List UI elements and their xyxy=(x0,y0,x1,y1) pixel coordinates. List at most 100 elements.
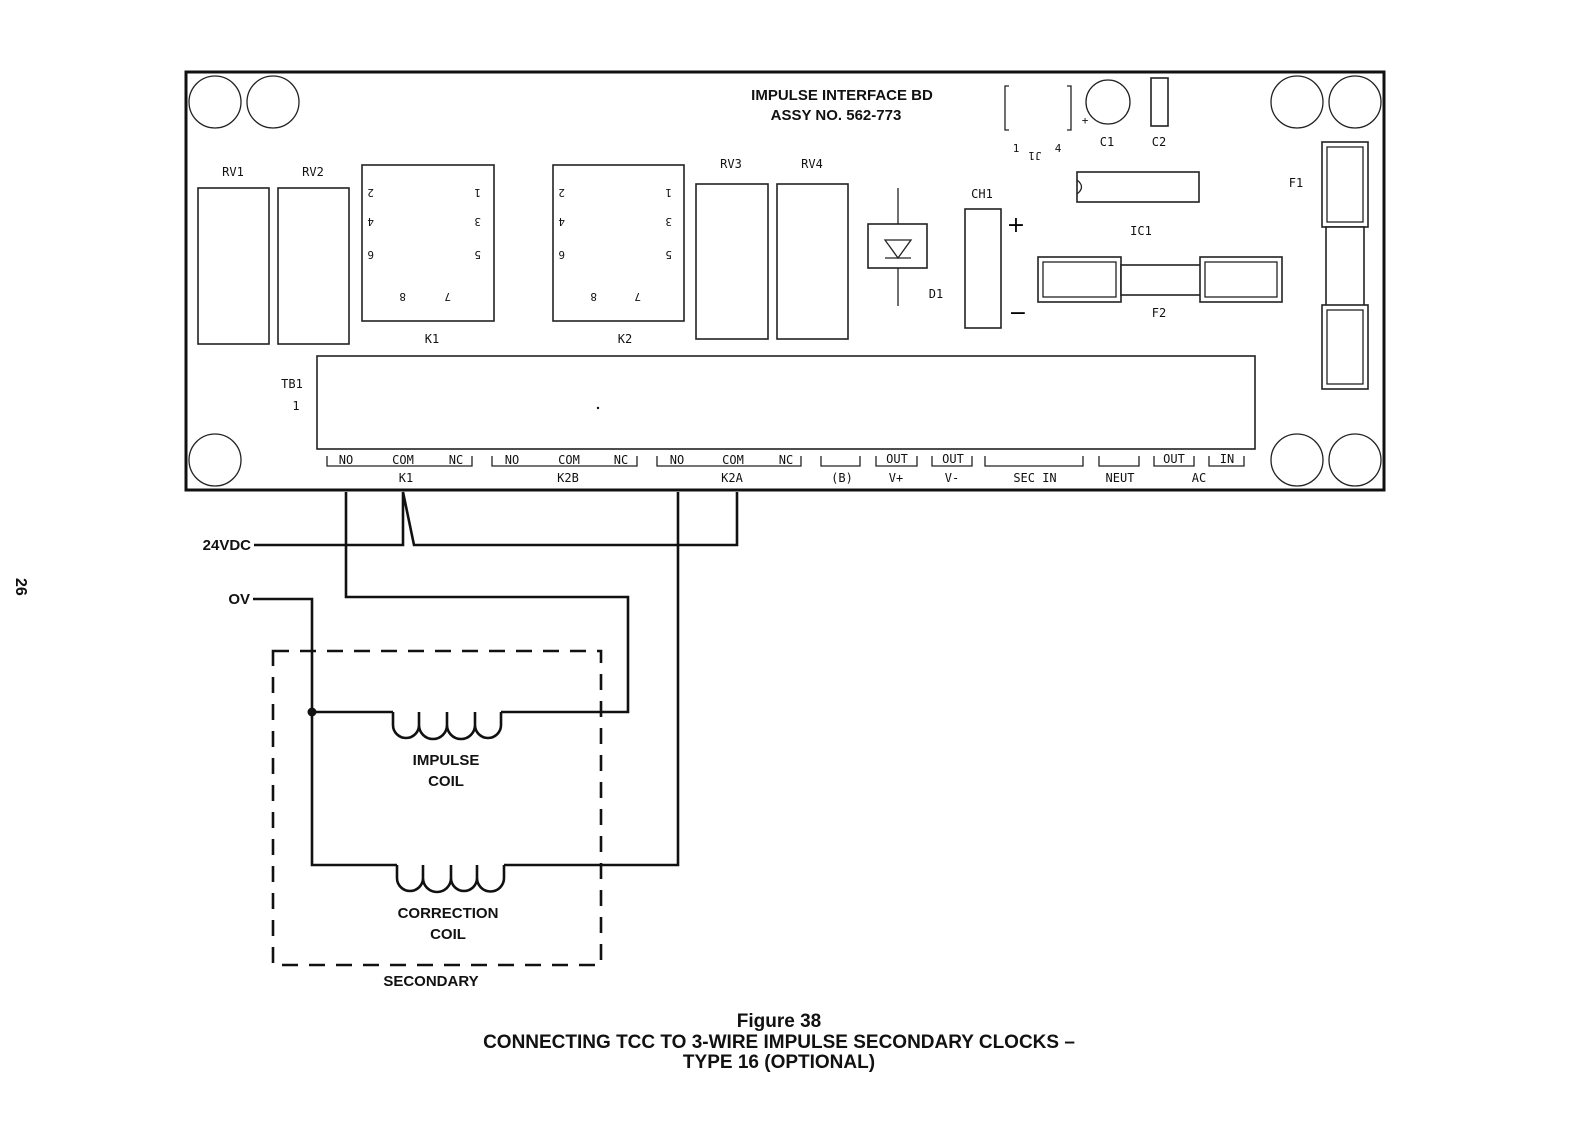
relay-pin: 8 xyxy=(399,290,406,303)
j1-pin4: 4 xyxy=(1055,142,1062,155)
relay-pin: 3 xyxy=(474,215,481,228)
ch1-component xyxy=(964,208,1002,329)
rv2-label: RV2 xyxy=(302,165,324,179)
secondary-label: SECONDARY xyxy=(383,973,478,990)
terminal-k2b-com: COM xyxy=(558,453,580,467)
f2-label: F2 xyxy=(1152,306,1166,320)
relay-pin: 6 xyxy=(558,248,565,261)
tb1-terminal-block xyxy=(316,355,1256,450)
f1-label: F1 xyxy=(1289,176,1303,190)
rv3-varistor xyxy=(695,183,769,340)
terminal-vminus-out: OUT xyxy=(942,452,964,466)
f1-fuse xyxy=(1321,141,1369,390)
relay-pin: 4 xyxy=(558,215,565,228)
j1-pin1: 1 xyxy=(1013,142,1020,155)
relay-pin: 2 xyxy=(558,186,565,199)
c2-capacitor xyxy=(1150,77,1169,127)
wire-24vdc xyxy=(254,491,739,547)
terminal-k2b-no: NO xyxy=(505,453,519,467)
ch1-plus-sign: + xyxy=(1007,213,1025,238)
c1-label: C1 xyxy=(1100,135,1114,149)
terminal-group-neut: NEUT xyxy=(1106,471,1135,485)
wire-k2a-no-correction xyxy=(504,492,680,867)
terminal-group-sec-in: SEC IN xyxy=(1013,471,1056,485)
junction-dot xyxy=(307,707,317,717)
supply-0v-label: OV xyxy=(228,591,250,608)
impulse-coil xyxy=(391,712,503,741)
wire-0v-common xyxy=(253,597,397,867)
diode-d1 xyxy=(867,188,928,306)
rv2-varistor xyxy=(277,187,350,345)
j1-connector xyxy=(1004,85,1072,131)
relay-k2: 2 1 4 3 6 5 8 7 xyxy=(552,164,685,322)
j1-label: J1 xyxy=(1028,149,1041,162)
relay-pin: 7 xyxy=(634,290,641,303)
terminal-k2a-nc: NC xyxy=(779,453,793,467)
k1-label: K1 xyxy=(425,332,439,346)
board-assembly-number: ASSY NO. 562-773 xyxy=(771,107,902,124)
relay-pin: 1 xyxy=(474,186,481,199)
tb1-pin1-label: 1 xyxy=(292,399,299,413)
relay-pin: 4 xyxy=(367,215,374,228)
terminal-group-k2a: K2A xyxy=(721,471,743,485)
rv1-varistor xyxy=(197,187,270,345)
page-number: 26 xyxy=(12,578,29,596)
relay-pin: 5 xyxy=(665,248,672,261)
relay-pin: 2 xyxy=(367,186,374,199)
wire-k1-no-impulse xyxy=(344,492,630,714)
board-title: IMPULSE INTERFACE BD xyxy=(751,87,933,104)
correction-coil-label: CORRECTION xyxy=(398,905,499,922)
terminal-ac-in: IN xyxy=(1220,452,1234,466)
relay-pin: 5 xyxy=(474,248,481,261)
impulse-coil-label: IMPULSE xyxy=(413,752,480,769)
terminal-group-k2b: K2B xyxy=(557,471,579,485)
secondary-clock-enclosure xyxy=(271,649,603,967)
figure-caption-line1: CONNECTING TCC TO 3-WIRE IMPULSE SECONDA… xyxy=(483,1032,1075,1053)
external-wiring xyxy=(253,491,739,967)
interface-board: IMPULSE INTERFACE BD ASSY NO. 562-773 RV… xyxy=(184,70,1386,492)
terminal-group-vplus: V+ xyxy=(889,471,903,485)
relay-pin: 7 xyxy=(444,290,451,303)
impulse-coil-label-2: COIL xyxy=(428,773,464,790)
k2-label: K2 xyxy=(618,332,632,346)
terminal-vplus-out: OUT xyxy=(886,452,908,466)
terminal-group-b: (B) xyxy=(831,471,853,485)
terminal-k2a-no: NO xyxy=(670,453,684,467)
terminal-ac-out: OUT xyxy=(1163,452,1185,466)
supply-24vdc-label: 24VDC xyxy=(203,537,252,554)
d1-label: D1 xyxy=(929,287,943,301)
terminal-group-ac: AC xyxy=(1192,471,1206,485)
terminal-k1-no: NO xyxy=(339,453,353,467)
correction-coil xyxy=(395,865,506,894)
terminal-k2b-nc: NC xyxy=(614,453,628,467)
rv4-varistor xyxy=(776,183,849,340)
terminal-brackets xyxy=(326,456,1245,467)
terminal-group-k1: K1 xyxy=(399,471,413,485)
relay-pin: 8 xyxy=(590,290,597,303)
f2-fuse xyxy=(1037,256,1283,303)
c1-capacitor xyxy=(1085,79,1131,125)
rv1-label: RV1 xyxy=(222,165,244,179)
relay-pin: 1 xyxy=(665,186,672,199)
ch1-label: CH1 xyxy=(971,187,993,201)
terminal-k1-nc: NC xyxy=(449,453,463,467)
relay-pin: 3 xyxy=(665,215,672,228)
ic1-chip xyxy=(1076,171,1200,203)
tb1-label: TB1 xyxy=(281,377,303,391)
c2-label: C2 xyxy=(1152,135,1166,149)
rv4-label: RV4 xyxy=(801,157,823,171)
c1-plus-sign: + xyxy=(1082,114,1089,127)
terminal-group-vminus: V- xyxy=(945,471,959,485)
rv3-label: RV3 xyxy=(720,157,742,171)
relay-pin: 6 xyxy=(367,248,374,261)
relay-k1: 2 1 4 3 6 5 8 7 xyxy=(361,164,495,322)
terminal-k1-com: COM xyxy=(392,453,414,467)
figure-number: Figure 38 xyxy=(737,1011,821,1032)
terminal-k2a-com: COM xyxy=(722,453,744,467)
correction-coil-label-2: COIL xyxy=(430,926,466,943)
figure-caption-line2: TYPE 16 (OPTIONAL) xyxy=(683,1052,875,1073)
ch1-minus-sign: − xyxy=(1009,301,1027,326)
mounting-holes xyxy=(188,75,1382,487)
ic1-label: IC1 xyxy=(1130,224,1152,238)
